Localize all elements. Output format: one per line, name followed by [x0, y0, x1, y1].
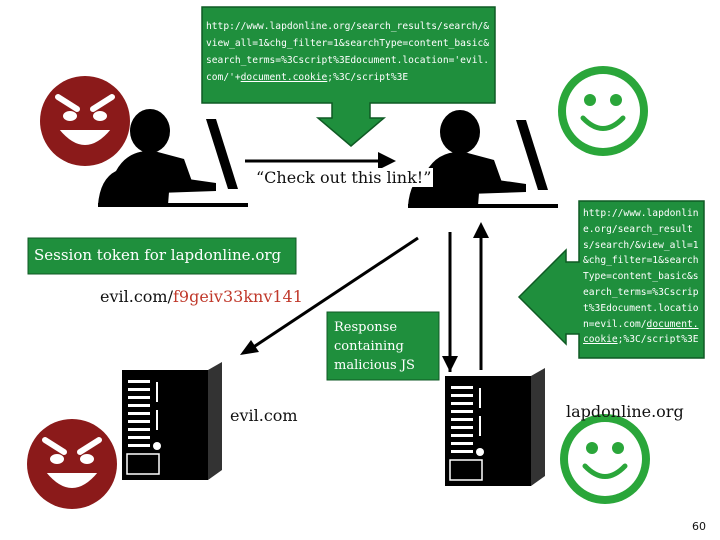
- victim-person-icon: [408, 110, 558, 208]
- evil-face-icon: [27, 419, 117, 509]
- happy-face-icon: [558, 66, 648, 156]
- evil-face-icon: [40, 76, 130, 166]
- response-label: Response containing malicious JS: [334, 320, 415, 373]
- cookie-arrow: [251, 236, 419, 350]
- right-url-callout: [517, 200, 705, 359]
- evil-url-label: evil.com/f9geiv33knv141: [100, 287, 303, 306]
- document-cookie-link[interactable]: document.cookie: [583, 318, 699, 346]
- response-box: [326, 311, 440, 381]
- document-cookie-link[interactable]: document.cookie: [240, 72, 328, 83]
- check-out-label: “Check out this link!”: [254, 168, 434, 187]
- page-number: 60: [692, 520, 706, 533]
- top-url-callout: [201, 6, 496, 147]
- lapdonline-server-icon: [444, 367, 546, 487]
- session-token-value: f9geiv33knv141: [172, 287, 303, 306]
- right-url-text: http://www.lapdonline.org/search_results…: [583, 208, 699, 346]
- lapdonline-server-label: lapdonline.org: [566, 402, 684, 421]
- session-token-box: [27, 237, 297, 275]
- evil-server-label: evil.com: [230, 406, 298, 425]
- top-url-text: http://www.lapdonline.org/search_results…: [206, 21, 490, 83]
- evil-server-icon: [121, 361, 223, 481]
- session-token-label: Session token for lapdonline.org: [34, 246, 282, 264]
- happy-face-icon: [560, 414, 650, 504]
